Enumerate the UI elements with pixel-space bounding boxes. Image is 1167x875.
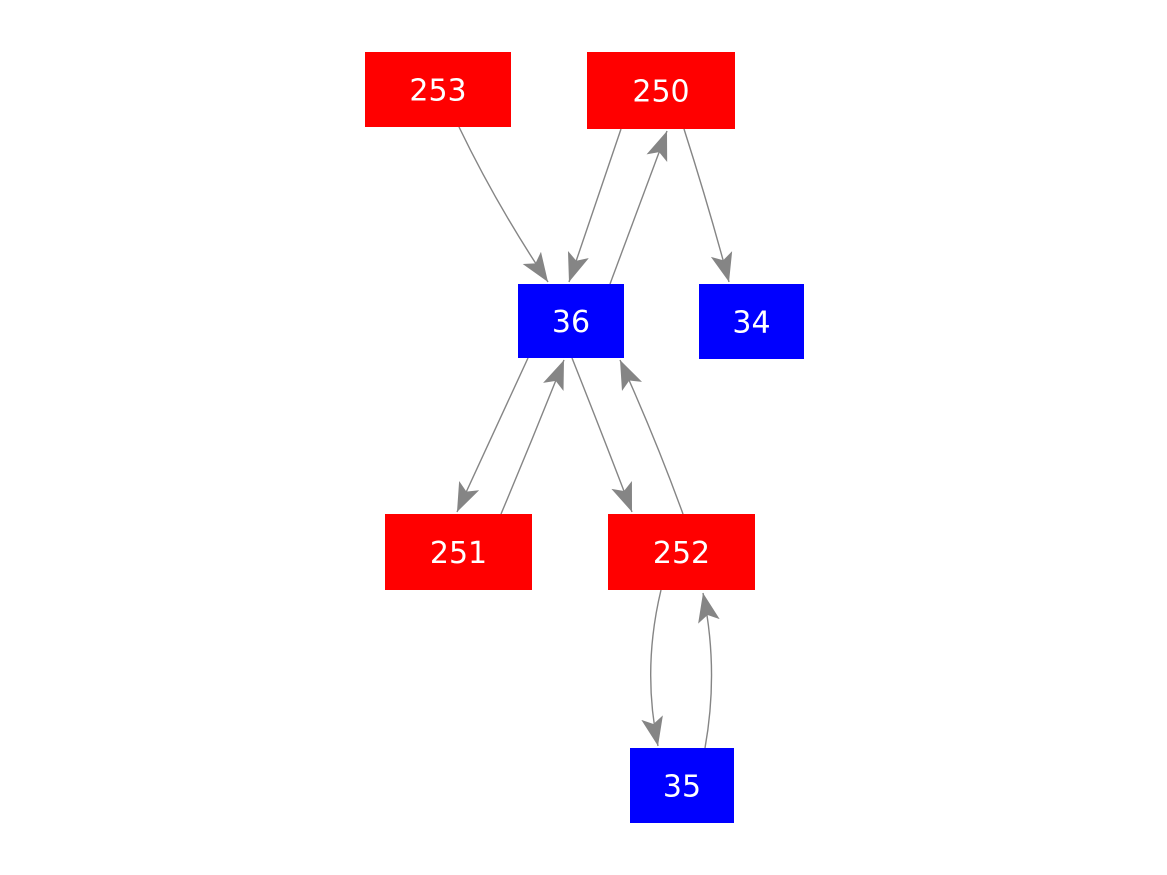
edge-250-to-36 xyxy=(567,128,622,283)
node-box-250 xyxy=(587,52,735,129)
node-label-35: 35 xyxy=(663,769,701,804)
graph-node-34: 34 xyxy=(699,284,804,359)
node-box-34 xyxy=(699,284,804,359)
node-box-36 xyxy=(518,284,624,358)
nodes-layer: 253 250 36 34 251 252 35 xyxy=(365,52,804,823)
node-box-251 xyxy=(385,514,532,590)
edge-36-to-251 xyxy=(456,357,529,513)
node-box-252 xyxy=(608,514,755,590)
edges-layer xyxy=(456,126,733,749)
node-label-36: 36 xyxy=(552,305,590,340)
node-label-252: 252 xyxy=(653,536,710,571)
graph-node-253: 253 xyxy=(365,52,511,127)
graph-node-251: 251 xyxy=(385,514,532,590)
graph-node-252: 252 xyxy=(608,514,755,590)
edge-250-to-34 xyxy=(683,128,733,283)
node-label-251: 251 xyxy=(430,536,487,571)
edge-252-to-35 xyxy=(641,589,663,747)
node-label-34: 34 xyxy=(732,305,770,340)
edge-35-to-252 xyxy=(698,592,720,749)
graph-node-250: 250 xyxy=(587,52,735,129)
node-box-253 xyxy=(365,52,511,127)
edge-253-to-36 xyxy=(458,126,549,283)
edge-36-to-250 xyxy=(609,130,668,285)
edge-252-to-36 xyxy=(619,359,684,515)
node-label-253: 253 xyxy=(409,73,466,108)
edge-251-to-36 xyxy=(500,359,565,515)
node-box-35 xyxy=(630,748,734,823)
node-label-250: 250 xyxy=(632,74,689,109)
edge-36-to-252 xyxy=(571,357,633,513)
graph-node-36: 36 xyxy=(518,284,624,358)
graph-node-35: 35 xyxy=(630,748,734,823)
